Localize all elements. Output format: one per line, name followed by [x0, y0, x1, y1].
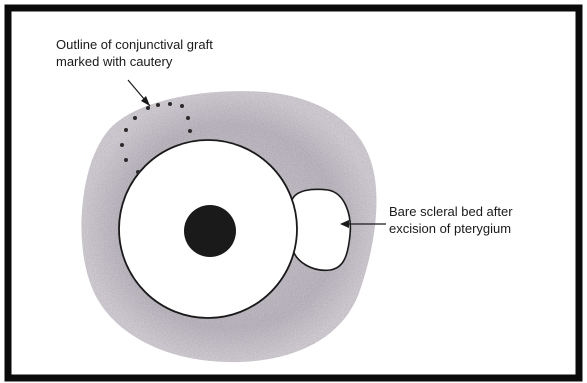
- graft-outline-label-line2: marked with cautery: [56, 53, 213, 70]
- graft-outline-label-line1: Outline of conjunctival graft: [56, 36, 213, 53]
- graft-pointer-arrow: [128, 80, 150, 106]
- scleral-bed-label-line1: Bare scleral bed after: [389, 203, 513, 220]
- scleral-bed-label: Bare scleral bed after excision of ptery…: [389, 203, 513, 237]
- graft-outline-label: Outline of conjunctival graft marked wit…: [56, 36, 213, 70]
- pupil: [184, 205, 236, 257]
- scleral-bed-label-line2: excision of pterygium: [389, 220, 513, 237]
- bare-scleral-bed: [292, 189, 350, 270]
